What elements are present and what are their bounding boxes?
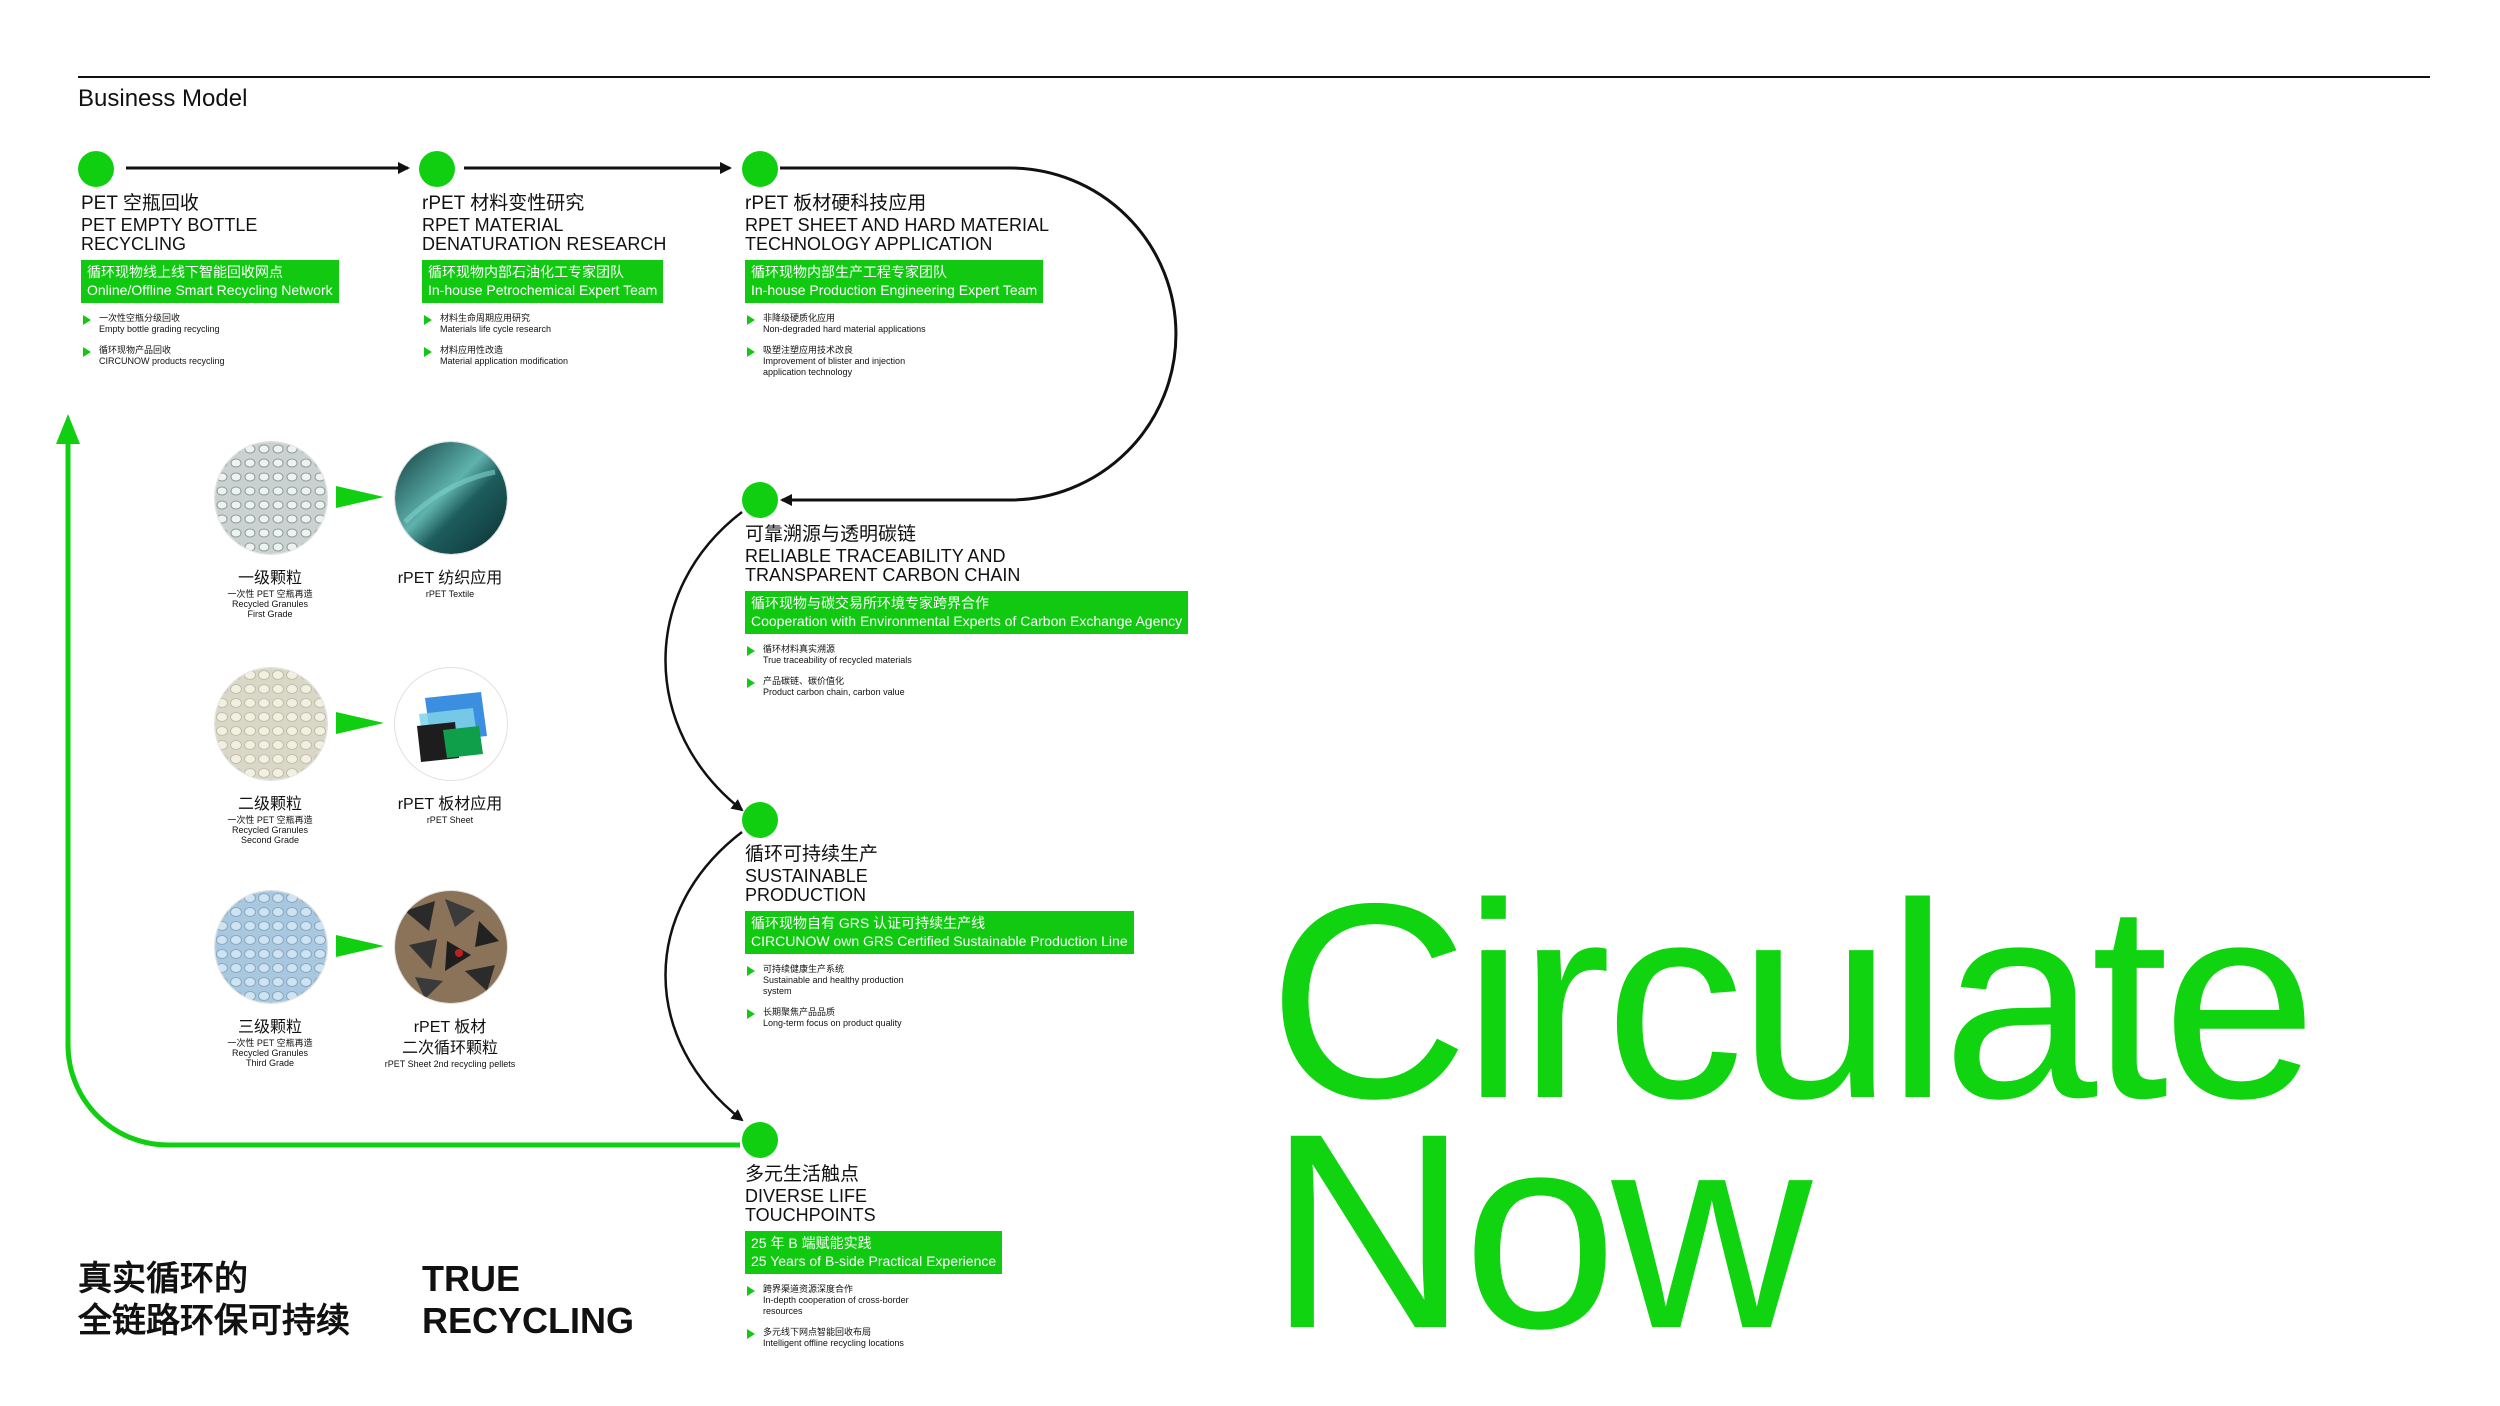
granules-third-grade-image [214, 890, 328, 1004]
tag-zh: 循环现物内部石油化工专家团队 [428, 264, 624, 280]
tag-en: Online/Offline Smart Recycling Network [87, 282, 333, 298]
tag-en: Cooperation with Environmental Experts o… [751, 613, 1183, 629]
node-dot-3 [742, 151, 778, 187]
stage-pet-bottle-recycling: PET 空瓶回收 PET EMPTY BOTTLE RECYCLING 循环现物… [81, 192, 339, 377]
node-dot-2 [419, 151, 455, 187]
material-label-second-grade: 二级颗粒 一次性 PET 空瓶再造 Recycled Granules Seco… [227, 796, 313, 845]
top-rule [78, 76, 2430, 78]
stage-team-tag: 循环现物自有 GRS 认证可持续生产线 CIRCUNOW own GRS Cer… [745, 911, 1134, 954]
page-title: Business Model [78, 85, 248, 112]
stage-title-zh: 循环可持续生产 [745, 844, 879, 865]
rpet-textile-image [394, 441, 508, 555]
triangle-bullet-icon [747, 646, 755, 656]
stage-title-zh: rPET 板材硬科技应用 [745, 193, 927, 214]
material-label-rpet-sheet-pellets: rPET 板材 二次循环颗粒 rPET Sheet 2nd recycling … [384, 1019, 516, 1069]
stage-title-en-1: SUSTAINABLE [745, 866, 868, 886]
triangle-bullet-icon [424, 315, 432, 325]
arrow-3-4 [780, 166, 1178, 506]
material-arrow-3 [336, 935, 384, 957]
rpet-sheet-recycled-pellets-image [394, 890, 508, 1004]
stage-title-zh: PET 空瓶回收 [81, 193, 199, 214]
stage-title-en-2: TRANSPARENT CARBON CHAIN [745, 565, 1021, 585]
tag-zh: 循环现物内部生产工程专家团队 [751, 264, 947, 280]
triangle-bullet-icon [83, 315, 91, 325]
tag-en: In-house Production Engineering Expert T… [751, 282, 1038, 298]
stage-title-en-2: TOUCHPOINTS [745, 1205, 876, 1225]
stage-title-en-1: PET EMPTY BOTTLE [81, 215, 258, 235]
triangle-bullet-icon [747, 678, 755, 688]
tag-en: CIRCUNOW own GRS Certified Sustainable P… [751, 933, 1128, 949]
node-dot-4 [742, 482, 778, 518]
tag-zh: 25 年 B 端赋能实践 [751, 1235, 872, 1251]
hero-wordmark-line-2: Now [1268, 1075, 1812, 1386]
stage-title-zh: rPET 材料变性研究 [422, 193, 585, 214]
stage-team-tag: 循环现物内部石油化工专家团队 In-house Petrochemical Ex… [422, 260, 664, 303]
granules-second-grade-image [214, 667, 328, 781]
hero-wordmark-line-1: Circulate [1268, 845, 2317, 1156]
stage-title-en-1: RPET SHEET AND HARD MATERIAL [745, 215, 1050, 235]
triangle-bullet-icon [747, 1286, 755, 1296]
material-arrow-2 [336, 712, 384, 734]
material-label-third-grade: 三级颗粒 一次性 PET 空瓶再造 Recycled Granules Thir… [227, 1019, 313, 1068]
node-dot-6 [742, 1122, 778, 1158]
material-label-rpet-sheet: rPET 板材应用 rPET Sheet [397, 796, 503, 825]
triangle-bullet-icon [747, 315, 755, 325]
stage-title-en-2: DENATURATION RESEARCH [422, 234, 667, 254]
stage-title-en-2: RECYCLING [81, 234, 187, 254]
slogan-zh: 真实循环的 全链路环保可持续 [78, 1260, 350, 1340]
tag-zh: 循环现物线上线下智能回收网点 [87, 264, 283, 280]
tag-en: In-house Petrochemical Expert Team [428, 282, 658, 298]
arrow-4-5 [664, 511, 744, 812]
triangle-bullet-icon [747, 1329, 755, 1339]
triangle-bullet-icon [424, 347, 432, 357]
triangle-bullet-icon [747, 1009, 755, 1019]
stage-title-zh: 可靠溯源与透明碳链 [745, 524, 917, 545]
triangle-bullet-icon [747, 966, 755, 976]
triangle-bullet-icon [83, 347, 91, 357]
stage-rpet-material-research: rPET 材料变性研究 RPET MATERIAL DENATURATION R… [422, 192, 666, 377]
stage-carbon-traceability: 可靠溯源与透明碳链 RELIABLE TRACEABILITY AND TRAN… [745, 523, 1189, 708]
stage-title-zh: 多元生活触点 [745, 1164, 860, 1185]
stage-diverse-life-touchpoints: 多元生活触点 DIVERSE LIFE TOUCHPOINTS 25 年 B 端… [745, 1163, 1003, 1359]
stage-team-tag: 循环现物与碳交易所环境专家跨界合作 Cooperation with Envir… [745, 591, 1189, 634]
stage-title-en-2: PRODUCTION [745, 885, 866, 905]
granules-first-grade-image [214, 441, 328, 555]
tag-zh: 循环现物自有 GRS 认证可持续生产线 [751, 915, 986, 931]
triangle-bullet-icon [747, 347, 755, 357]
stage-team-tag: 循环现物线上线下智能回收网点 Online/Offline Smart Recy… [81, 260, 339, 303]
stage-team-tag: 25 年 B 端赋能实践 25 Years of B-side Practica… [745, 1231, 1003, 1274]
stage-rpet-sheet-technology: rPET 板材硬科技应用 RPET SHEET AND HARD MATERIA… [745, 192, 1049, 388]
slogan-en: TRUE RECYCLING [422, 1258, 635, 1341]
tag-zh: 循环现物与碳交易所环境专家跨界合作 [751, 595, 989, 611]
stage-title-en-2: TECHNOLOGY APPLICATION [745, 234, 993, 254]
rpet-sheet-image [394, 667, 508, 781]
stage-sustainable-production: 循环可持续生产 SUSTAINABLE PRODUCTION 循环现物自有 GR… [745, 843, 1134, 1039]
stage-title-en-1: DIVERSE LIFE [745, 1186, 868, 1206]
material-label-first-grade: 一级颗粒 一次性 PET 空瓶再造 Recycled Granules Firs… [227, 570, 313, 619]
material-arrow-1 [336, 486, 384, 508]
node-dot-1 [78, 151, 114, 187]
stage-title-en-1: RPET MATERIAL [422, 215, 564, 235]
stage-title-en-1: RELIABLE TRACEABILITY AND [745, 546, 1006, 566]
return-loop-arrow [56, 414, 740, 1148]
tag-en: 25 Years of B-side Practical Experience [751, 1253, 997, 1269]
arrow-5-6 [664, 831, 744, 1122]
node-dot-5 [742, 802, 778, 838]
stage-team-tag: 循环现物内部生产工程专家团队 In-house Production Engin… [745, 260, 1044, 303]
material-label-rpet-textile: rPET 纺织应用 rPET Textile [397, 570, 503, 599]
